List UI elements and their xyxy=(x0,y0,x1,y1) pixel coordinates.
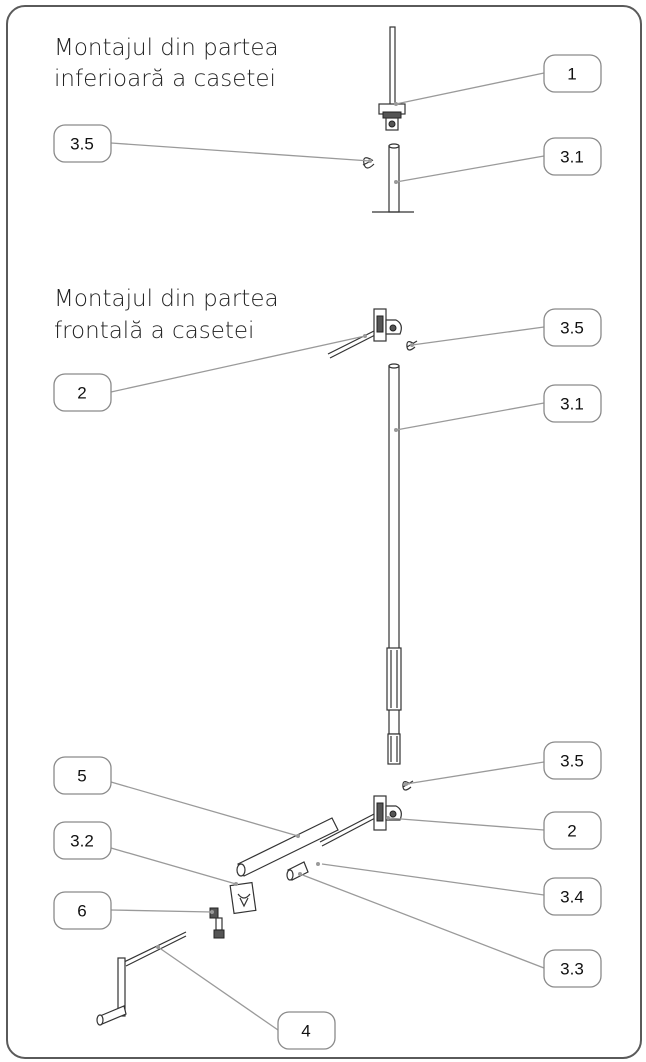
leader-front-5 xyxy=(110,781,299,837)
bottom-mount-drawing xyxy=(362,26,414,213)
callout-label: 3.1 xyxy=(560,148,584,167)
callout-top-3-1: 3.1 xyxy=(543,137,602,176)
callout-front-6: 6 xyxy=(53,891,112,930)
callout-label: 3.3 xyxy=(560,960,584,979)
callout-front-3-5-a: 3.5 xyxy=(543,308,602,347)
callout-label: 2 xyxy=(567,822,576,841)
callout-label: 4 xyxy=(301,1022,310,1041)
callout-front-2-a: 2 xyxy=(53,373,112,412)
leader-front-3-5-a xyxy=(411,326,545,346)
front-mount-heading-line2: frontală a casetei xyxy=(54,318,254,344)
diagram-frame xyxy=(6,5,642,1059)
leader-front-3-5-b xyxy=(405,761,545,785)
front-mount-heading-line1: Montajul din partea xyxy=(54,286,279,312)
callout-top-3-5: 3.5 xyxy=(53,124,112,163)
leader-front-3-3 xyxy=(299,873,545,969)
callout-label: 1 xyxy=(567,65,576,84)
leader-front-6 xyxy=(110,909,213,913)
callout-label: 3.5 xyxy=(560,319,584,338)
wall-plate xyxy=(229,881,257,915)
callout-front-3-3: 3.3 xyxy=(543,949,602,988)
leader-top-3-5 xyxy=(110,142,371,162)
bottom-mount-heading-line2: inferioară a casetei xyxy=(54,66,276,92)
callout-label: 3.5 xyxy=(560,752,584,771)
callout-label: 3.2 xyxy=(70,832,94,851)
callout-label: 5 xyxy=(77,767,86,786)
leader-front-4 xyxy=(157,946,279,1031)
coupling-sleeve xyxy=(286,861,320,881)
callout-label: 6 xyxy=(77,902,86,921)
callout-front-2-b: 2 xyxy=(543,811,602,850)
leader-front-3-2 xyxy=(110,847,237,885)
callout-label: 3.4 xyxy=(560,888,584,907)
callout-front-3-1: 3.1 xyxy=(543,384,602,423)
extension-bar-part-5 xyxy=(236,817,339,877)
callout-front-5: 5 xyxy=(53,756,112,795)
leader-top-3-1 xyxy=(395,155,545,183)
gear-bracket-part-1 xyxy=(378,103,406,131)
callout-front-3-4: 3.4 xyxy=(543,877,602,916)
upper-bracket-part-2 xyxy=(327,308,402,359)
front-mount-drawing xyxy=(96,308,418,1026)
leader-lines xyxy=(110,72,545,1031)
gear-rod xyxy=(389,26,396,108)
callout-front-3-2: 3.2 xyxy=(53,821,112,860)
leader-front-2-b xyxy=(387,817,545,831)
callout-top-1: 1 xyxy=(543,54,602,93)
callout-label: 3.5 xyxy=(70,135,94,154)
callout-label: 3.1 xyxy=(560,395,584,414)
leader-top-1 xyxy=(395,72,545,105)
crank-handle-part-4 xyxy=(96,931,187,1026)
lock-key xyxy=(209,907,225,939)
lower-bracket-part-2 xyxy=(319,795,402,847)
leader-front-3-4 xyxy=(321,863,545,896)
leader-front-2-a xyxy=(110,335,366,393)
short-tube xyxy=(388,145,400,213)
callout-front-3-5-b: 3.5 xyxy=(543,741,602,780)
callout-label: 2 xyxy=(77,384,86,403)
callout-front-4: 4 xyxy=(277,1011,336,1050)
leader-front-3-1 xyxy=(395,402,545,431)
bottom-mount-heading-line1: Montajul din partea xyxy=(54,35,279,61)
